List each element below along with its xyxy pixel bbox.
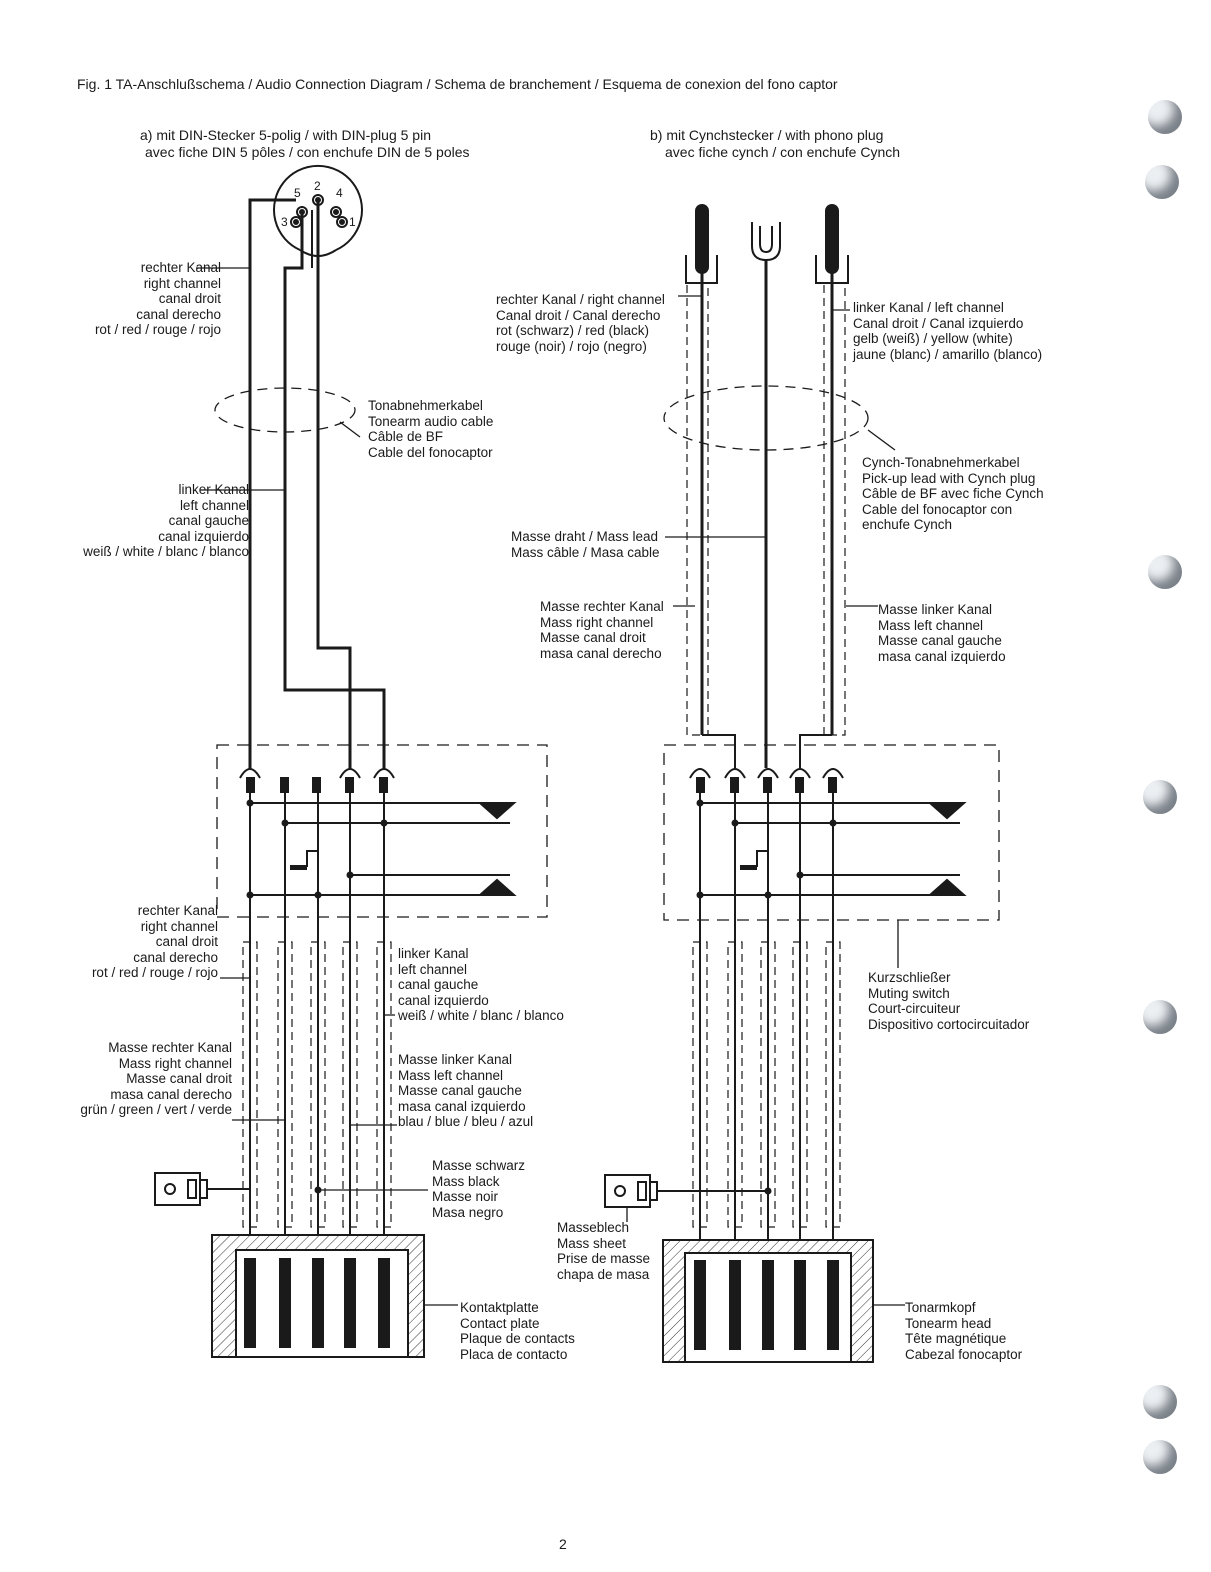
label-mass-black: Masse schwarz Mass black Masse noir Masa… xyxy=(432,1158,526,1220)
connector-row-a xyxy=(239,768,395,793)
page-number: 2 xyxy=(559,1536,567,1552)
section-a-heading: a) mit DIN-Stecker 5-polig / with DIN-pl… xyxy=(140,127,470,160)
label-mass-right-channel-b: Masse rechter Kanal Mass right channel M… xyxy=(540,599,664,661)
label-contact-plate: Kontaktplatte Contact plate Plaque de co… xyxy=(460,1300,575,1362)
din-pin-3: 3 xyxy=(281,215,288,229)
label-mass-left-channel-b: Masse linker Kanal Mass left channel Mas… xyxy=(878,602,1006,664)
din-pin-1: 1 xyxy=(349,215,356,229)
binder-hole xyxy=(1143,1440,1177,1474)
label-mass-left-channel-a: Masse linker Kanal Mass left channel Mas… xyxy=(398,1052,534,1129)
din-pin-2: 2 xyxy=(314,179,321,193)
binder-hole xyxy=(1143,1000,1177,1034)
binder-hole xyxy=(1143,780,1177,814)
label-right-channel-bottom: rechter Kanal right channel canal droit … xyxy=(91,903,218,980)
label-tonearm-cable: Tonabnehmerkabel Tonearm audio cable Câb… xyxy=(368,398,494,460)
label-cynch-cable: Cynch-Tonabnehmerkabel Pick-up lead with… xyxy=(862,455,1044,532)
tonearm-head-b xyxy=(662,1239,905,1363)
figure-title: Fig. 1 TA-Anschlußschema / Audio Connect… xyxy=(77,76,838,92)
connector-row-b xyxy=(689,768,844,793)
label-cynch-right-channel: rechter Kanal / right channel Canal droi… xyxy=(496,292,665,354)
label-left-channel-top: linker Kanal left channel canal gauche c… xyxy=(83,482,249,559)
label-mass-lead: Masse draht / Mass lead Mass câble / Mas… xyxy=(511,529,660,560)
binder-hole xyxy=(1143,1385,1177,1419)
din-pin-5: 5 xyxy=(294,186,301,200)
din-pin-4: 4 xyxy=(336,186,343,200)
label-mass-right-channel-a: Masse rechter Kanal Mass right channel M… xyxy=(80,1040,232,1117)
binder-hole xyxy=(1148,100,1182,134)
contact-plate-a xyxy=(211,1234,458,1358)
label-mass-sheet: Masseblech Mass sheet Prise de masse cha… xyxy=(557,1220,651,1282)
section-b-heading: b) mit Cynchstecker / with phono plug av… xyxy=(650,127,901,160)
label-tonearm-head: Tonarmkopf Tonearm head Tête magnétique … xyxy=(905,1300,1023,1362)
binder-hole xyxy=(1148,555,1182,589)
binder-hole xyxy=(1145,165,1179,199)
cynch-plug-mass xyxy=(751,222,781,262)
label-muting-switch: Kurzschließer Muting switch Court-circui… xyxy=(868,970,1030,1032)
label-cynch-left-channel: linker Kanal / left channel Canal droit … xyxy=(853,300,1043,362)
mass-sheet-b xyxy=(604,1174,772,1222)
label-right-channel-top: rechter Kanal right channel canal droit … xyxy=(94,260,221,337)
mass-sheet-a xyxy=(154,1172,250,1206)
label-left-channel-bottom: linker Kanal left channel canal gauche c… xyxy=(398,946,564,1023)
